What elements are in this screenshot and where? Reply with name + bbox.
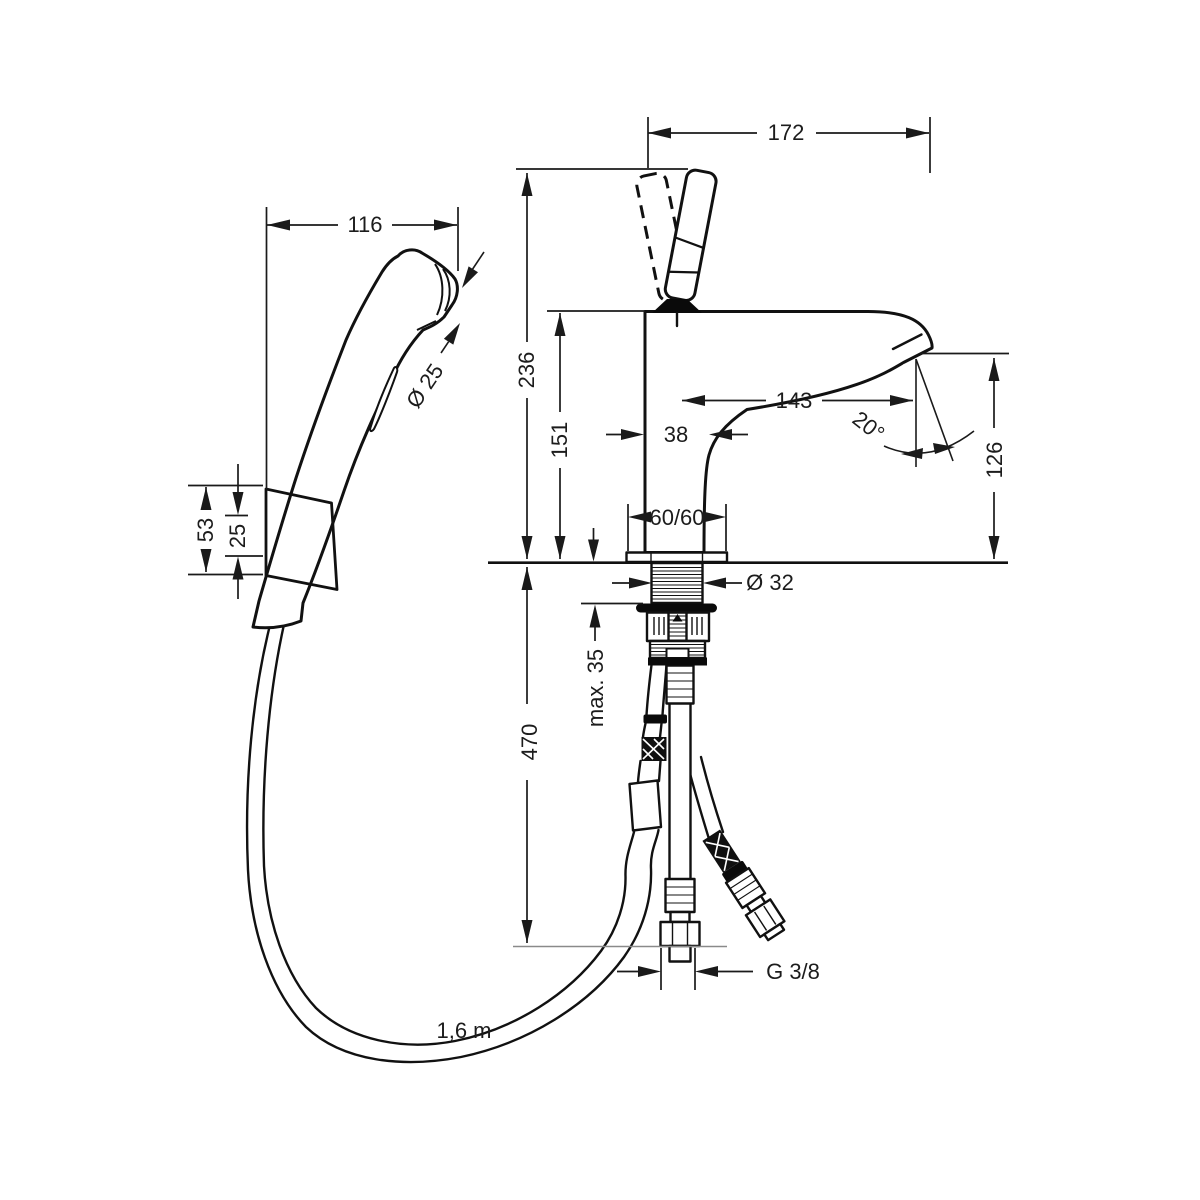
dim-hole-diameter: Ø 32 [612,570,794,595]
shower-holder [264,487,339,591]
dim-label-d25: Ø 25 [401,359,448,413]
supply-hose-right [685,755,786,942]
shower-connection-pipe [659,664,701,963]
dim-label-236: 236 [514,352,539,389]
threaded-shank [650,561,704,605]
hand-shower [251,248,459,630]
shower-hose-loop [245,618,660,1064]
dim-holder-height: 53 [188,484,263,576]
spray-angle-construction [883,358,975,467]
dim-spout-reach: 143 [682,388,913,413]
base-flange [625,551,729,564]
dim-label-6060: 60/60 [649,505,704,530]
spray-face-rim [442,268,451,312]
dim-label-38: 38 [664,422,688,447]
dim-body-width: 38 [606,422,748,447]
supply-hose-left [628,663,668,832]
dim-total-width: 172 [647,117,931,173]
dim-label-470: 470 [517,724,542,761]
dim-label-116: 116 [347,212,382,237]
dim-label-20deg: 20° [848,406,890,446]
dim-label-g38: G 3/8 [766,959,820,984]
dim-label-d32: Ø 32 [746,570,794,595]
lever-pivot [652,299,702,328]
dim-outlet-height: 126 [920,352,1009,559]
seal-ring [636,603,717,613]
dim-body-height: 151 [547,310,645,559]
dim-label-25: 25 [225,524,250,548]
handle-slit [369,365,399,433]
dim-label-126: 126 [982,442,1007,479]
dim-label-143: 143 [776,388,813,413]
dim-hose-drop: 470 [513,567,727,948]
dim-thread: G 3/8 [617,948,820,990]
dim-label-hose-length: 1,6 m [436,1018,491,1043]
dim-label-max35: max. 35 [583,649,608,727]
lever-handle [663,168,718,302]
aerator-line [891,333,923,351]
hose-crimp-sleeve [628,779,663,832]
dim-holder-pitch: 25 [225,464,263,599]
mounting-assembly [636,561,717,666]
dim-base-plate: 60/60 [627,504,727,551]
dim-handshower-width: 116 [265,207,459,489]
dim-label-151: 151 [547,422,572,459]
pipe-hex-nut [659,920,701,948]
dim-label-172: 172 [768,120,805,145]
dim-label-53: 53 [193,518,218,542]
g38-thread-end [668,944,692,963]
faucet-body [625,310,934,564]
dim-total-height: 236 [514,168,688,559]
dim-counter-thickness: max. 35 [581,528,643,727]
hose-braid-texture [702,829,741,873]
